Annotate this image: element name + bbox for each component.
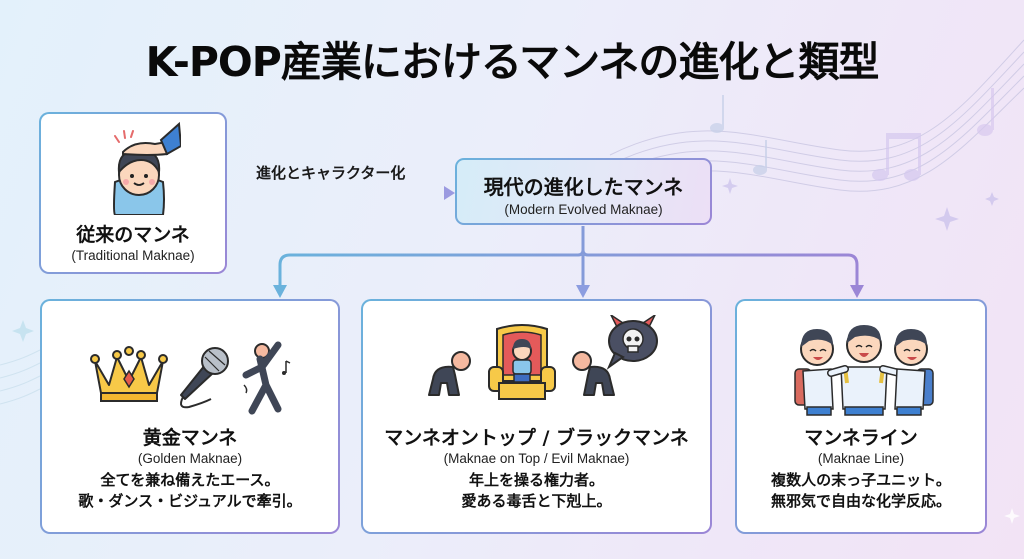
dancer-icon bbox=[242, 341, 291, 415]
top-name-jp: マンネオントップ / ブラックマンネ bbox=[384, 427, 689, 449]
top-text: マンネオントップ / ブラックマンネ (Maknae on Top / Evil… bbox=[363, 423, 710, 512]
kid-middle bbox=[827, 325, 903, 416]
golden-text: 黄金マンネ (Golden Maknae) 全てを兼ね備えたエース。 歌・ダンス… bbox=[42, 423, 338, 512]
card-traditional-maknae: 従来のマンネ (Traditional Maknae) bbox=[39, 112, 227, 274]
golden-name-en: (Golden Maknae) bbox=[137, 451, 243, 466]
throne-child-icon bbox=[488, 324, 556, 400]
card-modern-evolved-maknae: 現代の進化したマンネ (Modern Evolved Maknae) bbox=[455, 158, 712, 225]
page-title: K-POP産業におけるマンネの進化と類型 bbox=[145, 38, 880, 86]
arrowhead-down-line bbox=[850, 285, 864, 298]
line-desc-line-2: 無邪気で自由な化学反応。 bbox=[770, 492, 951, 510]
arrowhead-down-top bbox=[576, 285, 590, 298]
golden-desc-line-1: 全てを兼ね備えたエース。 bbox=[100, 471, 280, 489]
modern-name-en: (Modern Evolved Maknae) bbox=[504, 202, 663, 217]
card-maknae-on-top: マンネオントップ / ブラックマンネ (Maknae on Top / Evil… bbox=[361, 299, 712, 534]
devil-skull-bubble-icon bbox=[606, 315, 658, 370]
top-desc-line-2: 愛ある毒舌と下剋上。 bbox=[461, 492, 612, 510]
card-maknae-line: マンネライン (Maknae Line) 複数人の末っ子ユニット。 無邪気で自由… bbox=[735, 299, 987, 534]
traditional-name-en: (Traditional Maknae) bbox=[71, 248, 195, 263]
golden-desc-line-2: 歌・ダンス・ビジュアルで牽引。 bbox=[78, 492, 302, 510]
kid-left bbox=[794, 329, 834, 416]
branch-connector bbox=[278, 226, 859, 288]
line-name-jp: マンネライン bbox=[804, 427, 918, 449]
card-golden-maknae: 黄金マンネ (Golden Maknae) 全てを兼ね備えたエース。 歌・ダンス… bbox=[40, 299, 340, 534]
three-kids-icon bbox=[794, 325, 934, 416]
head-pat-child-icon bbox=[113, 121, 181, 215]
kid-right bbox=[894, 329, 934, 416]
arrowhead-down-golden bbox=[273, 285, 287, 298]
traditional-name-jp: 従来のマンネ bbox=[76, 224, 190, 246]
line-name-en: (Maknae Line) bbox=[817, 451, 905, 466]
modern-name-jp: 現代の進化したマンネ bbox=[483, 175, 684, 199]
bowing-person-icon bbox=[572, 351, 615, 396]
golden-name-jp: 黄金マンネ bbox=[142, 427, 238, 449]
top-desc-line-1: 年上を操る権力者。 bbox=[468, 471, 604, 489]
line-desc-line-1: 複数人の末っ子ユニット。 bbox=[771, 471, 951, 489]
bowing-person-icon bbox=[428, 351, 471, 396]
line-text: マンネライン (Maknae Line) 複数人の末っ子ユニット。 無邪気で自由… bbox=[737, 423, 985, 512]
arrowhead-right bbox=[444, 186, 455, 200]
arrow-label: 進化とキャラクター化 bbox=[256, 164, 406, 182]
crown-icon bbox=[90, 346, 168, 402]
top-name-en: (Maknae on Top / Evil Maknae) bbox=[443, 451, 630, 466]
microphone-icon bbox=[180, 347, 229, 409]
traditional-text: 従来のマンネ (Traditional Maknae) bbox=[41, 220, 225, 267]
music-note-icons bbox=[710, 88, 994, 181]
